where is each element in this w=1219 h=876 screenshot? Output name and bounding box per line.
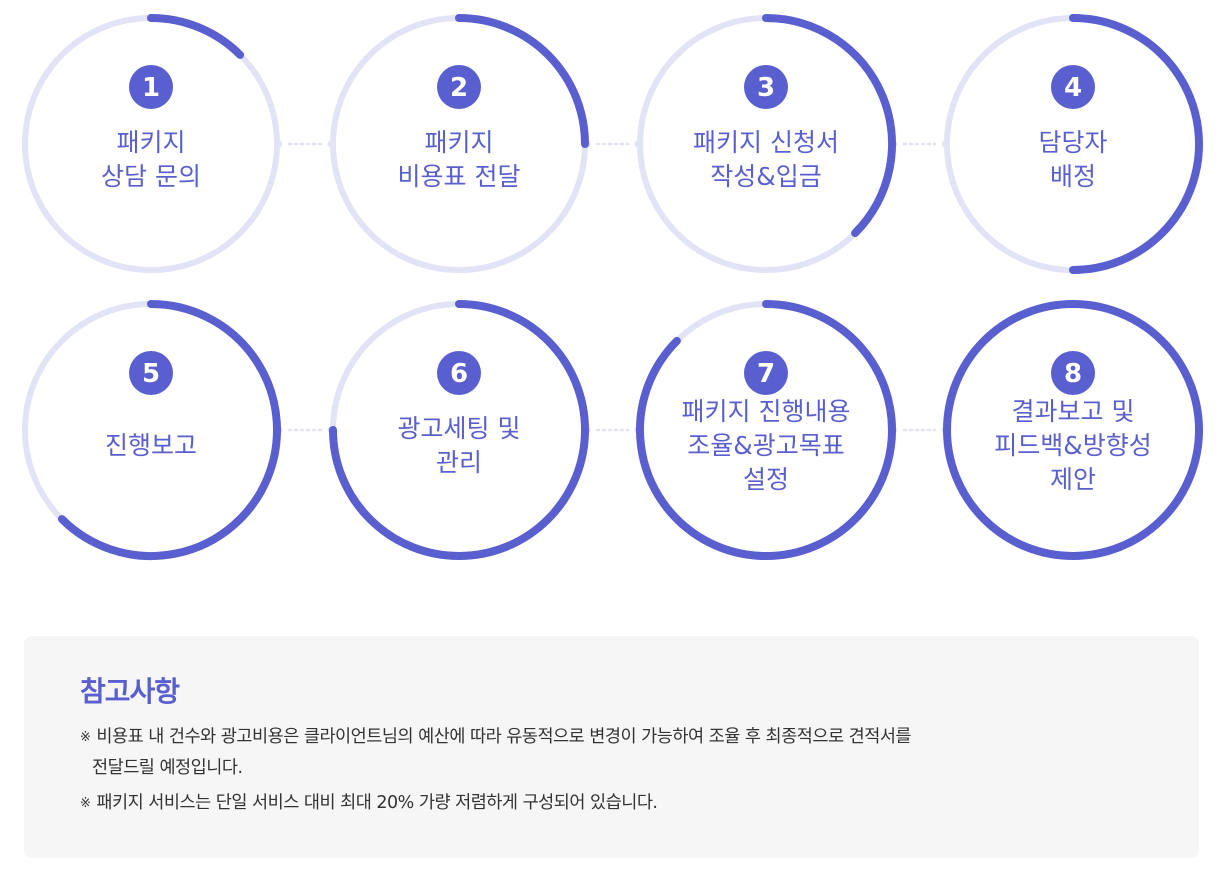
step-label: 조율&광고목표 xyxy=(687,431,845,460)
step-label: 상담 문의 xyxy=(101,162,201,191)
step-number-badge xyxy=(129,351,173,395)
step-number: 3 xyxy=(757,73,775,103)
step-connector xyxy=(890,140,949,148)
note-item: ※ 패키지 서비스는 단일 서비스 대비 최대 20% 가량 저렴하게 구성되어 … xyxy=(80,788,658,819)
step-label: 배정 xyxy=(1050,162,1096,191)
step-connector xyxy=(275,140,335,148)
step-number: 2 xyxy=(450,73,468,103)
step-progress-arc xyxy=(329,300,589,560)
step-5: 5 진행보고 xyxy=(22,300,281,560)
step-connector xyxy=(275,426,335,434)
note-text: 비용표 내 건수와 광고비용은 클라이언트님의 예산에 따라 유동적으로 변경이… xyxy=(96,727,912,747)
step-label: 비용표 전달 xyxy=(398,162,521,191)
step-number-badge xyxy=(437,351,481,395)
step-progress-arc xyxy=(1069,14,1203,274)
step-number-badge xyxy=(744,65,788,109)
step-number: 8 xyxy=(1064,359,1082,389)
step-connector xyxy=(890,426,949,434)
step-label: 결과보고 및 xyxy=(1012,397,1135,426)
step-progress-arc xyxy=(57,300,281,560)
reference-mark-icon: ※ xyxy=(80,730,91,745)
step-number-badge xyxy=(744,351,788,395)
notes-title: 참고사항 xyxy=(80,675,180,708)
step-label: 패키지 xyxy=(116,128,185,157)
step-number-badge xyxy=(129,65,173,109)
step-label: 패키지 신청서 xyxy=(693,128,839,157)
step-label: 피드백&방향성 xyxy=(994,431,1152,460)
note-text: 패키지 서비스는 단일 서비스 대비 최대 20% 가량 저렴하게 구성되어 있… xyxy=(96,793,658,813)
step-label: 패키지 xyxy=(424,128,493,157)
step-number: 5 xyxy=(142,359,160,389)
step-number: 7 xyxy=(757,359,775,389)
step-number-badge xyxy=(1051,351,1095,395)
step-connector xyxy=(583,140,642,148)
step-label: 관리 xyxy=(436,448,482,477)
note-item: ※ 비용표 내 건수와 광고비용은 클라이언트님의 예산에 따라 유동적으로 변경… xyxy=(80,722,1140,783)
notes-panel: 참고사항 ※ 비용표 내 건수와 광고비용은 클라이언트님의 예산에 따라 유동적… xyxy=(24,636,1199,858)
step-number-badge xyxy=(1051,65,1095,109)
step-number-badge xyxy=(437,65,481,109)
step-label: 광고세팅 및 xyxy=(398,414,521,443)
step-6: 6 광고세팅 및관리 xyxy=(329,300,589,560)
step-progress-arc xyxy=(762,14,896,238)
step-number: 1 xyxy=(142,73,160,103)
step-label: 작성&입금 xyxy=(710,162,822,191)
step-number: 6 xyxy=(450,359,468,389)
step-progress-arc xyxy=(943,300,1203,560)
step-progress-arc xyxy=(147,14,245,59)
step-label: 제안 xyxy=(1050,465,1096,494)
step-progress-arc xyxy=(455,14,589,148)
step-label: 설정 xyxy=(743,465,789,494)
step-number: 4 xyxy=(1064,73,1082,103)
step-connector xyxy=(583,426,642,434)
step-label: 담당자 xyxy=(1038,128,1107,157)
note-text-continued: 전달드릴 예정입니다. xyxy=(92,758,243,778)
step-label: 진행보고 xyxy=(105,431,197,460)
step-progress-arc xyxy=(636,300,896,560)
reference-mark-icon: ※ xyxy=(80,796,91,811)
step-label: 패키지 진행내용 xyxy=(682,397,851,426)
